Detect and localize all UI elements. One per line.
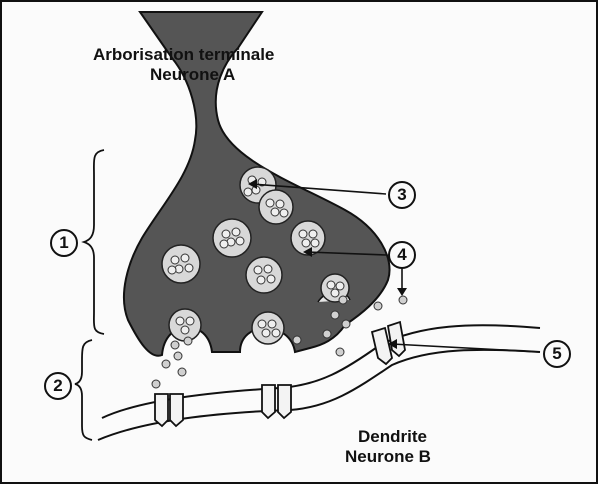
neurone-a-subtitle: Neurone A	[150, 65, 235, 84]
marker-2: 2	[44, 372, 72, 400]
neurone-a-title: Arborisation terminale	[93, 45, 274, 64]
marker-1: 1	[50, 229, 78, 257]
marker-5: 5	[543, 340, 571, 368]
neurone-b-title: Dendrite	[358, 427, 427, 446]
brace-2	[75, 340, 92, 440]
neurone-b-subtitle: Neurone B	[345, 447, 431, 466]
marker-4: 4	[388, 241, 416, 269]
marker-3: 3	[388, 181, 416, 209]
brace-1	[84, 150, 104, 334]
